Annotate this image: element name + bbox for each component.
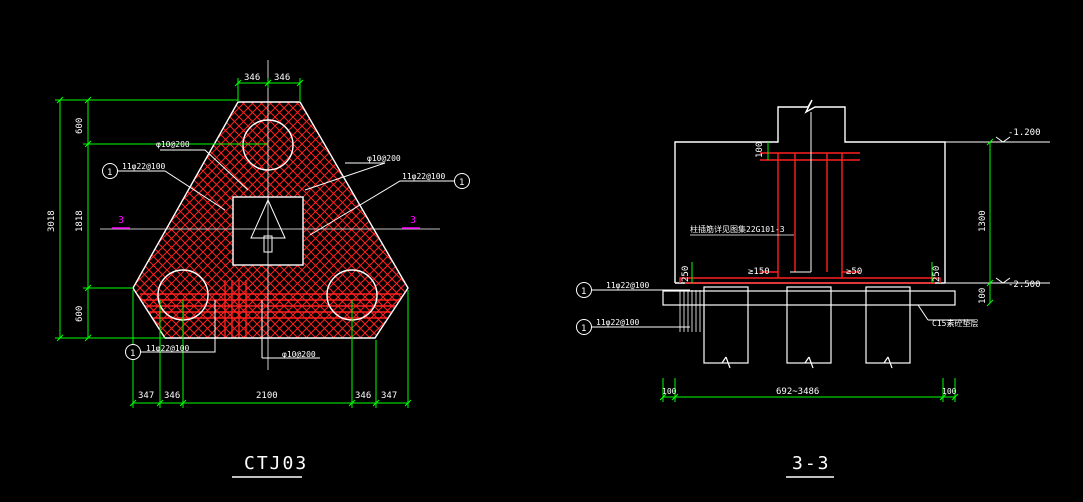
svg-text:1: 1 <box>107 168 112 178</box>
label-stirrup-upper-right: φ10@200 <box>367 154 401 163</box>
pile-cap-plan: 3 3 346 346 30 <box>47 60 470 478</box>
section-pile-hatch <box>679 290 701 332</box>
dim-section-b2: 692~3486 <box>776 387 819 397</box>
dim-section-top-cover: 100 <box>755 142 765 158</box>
callout-section-1: 1 <box>576 282 592 298</box>
section-piles <box>703 286 911 369</box>
section-column-center <box>790 112 812 273</box>
rebar-mesh <box>133 102 408 338</box>
dim-left-2: 1818 <box>75 210 85 232</box>
section-view: -1.200 -2.500 1300 100 100 250 250 ≥150 … <box>576 99 1050 478</box>
dim-section-b3: 100 <box>942 387 957 396</box>
leaders-plan <box>117 149 455 359</box>
label-main-right: 11φ22@100 <box>402 172 446 181</box>
elev-bottom: -2.500 <box>1008 280 1041 290</box>
section-dim-bottom <box>659 378 959 402</box>
callout-section-2: 1 <box>576 319 592 335</box>
label-section-rebar-2: 11φ22@100 <box>596 318 640 327</box>
svg-text:1: 1 <box>581 324 586 334</box>
callout-plan-right: 1 <box>454 173 470 189</box>
cover-right: ≥50 <box>846 267 862 277</box>
section-dim-right <box>986 138 994 307</box>
dim-top-2: 346 <box>274 73 290 83</box>
label-stirrup-upper-left: φ10@200 <box>156 140 190 149</box>
dim-bottom <box>129 290 412 408</box>
callout-plan-left: 1 <box>102 163 118 179</box>
section-elevation-marks <box>945 136 1050 284</box>
svg-text:1: 1 <box>581 287 586 297</box>
dim-left-total: 3018 <box>47 210 57 232</box>
label-bedding: C15素砼垫层 <box>932 318 978 328</box>
cover-left: ≥150 <box>748 267 770 277</box>
elev-top: -1.200 <box>1008 128 1041 138</box>
rebar-bands <box>140 280 402 338</box>
label-section-rebar-1: 11φ22@100 <box>606 281 650 290</box>
svg-text:1: 1 <box>459 178 464 188</box>
label-main-left: 11φ22@100 <box>122 162 166 171</box>
callout-plan-bottom: 1 <box>125 344 141 360</box>
dim-section-height: 1300 <box>978 210 988 232</box>
dim-section-bedding: 100 <box>978 288 988 304</box>
dim-top <box>234 78 304 102</box>
dim-bottom-5: 347 <box>381 391 397 401</box>
label-main-bottom: 11φ22@100 <box>146 344 190 353</box>
dim-bottom-3: 2100 <box>256 391 278 401</box>
dim-top-1: 346 <box>244 73 260 83</box>
label-stirrup-bottom: φ10@200 <box>282 350 316 359</box>
section-dim-inner <box>691 142 933 283</box>
section-mark-right-label: 3 <box>410 215 416 226</box>
dim-left-3: 600 <box>75 306 85 322</box>
plan-title: CTJ03 <box>244 453 308 474</box>
section-cap-outline <box>674 99 946 283</box>
dim-bottom-2: 346 <box>164 391 180 401</box>
dim-bottom-1: 347 <box>138 391 154 401</box>
dim-section-left-250: 250 <box>681 266 691 282</box>
dim-section-b1: 100 <box>662 387 677 396</box>
section-rebar <box>679 152 941 284</box>
section-mark-left-label: 3 <box>118 215 124 226</box>
dim-section-right-250: 250 <box>932 266 942 282</box>
dim-left <box>55 96 268 342</box>
dim-left-1: 600 <box>75 118 85 134</box>
section-leaders <box>592 289 975 328</box>
section-note: 柱插筋详见图集22G101-3 <box>690 224 785 234</box>
svg-text:1: 1 <box>130 349 135 359</box>
section-bedding <box>662 290 956 306</box>
dim-bottom-4: 346 <box>355 391 371 401</box>
section-title: 3-3 <box>792 453 831 474</box>
